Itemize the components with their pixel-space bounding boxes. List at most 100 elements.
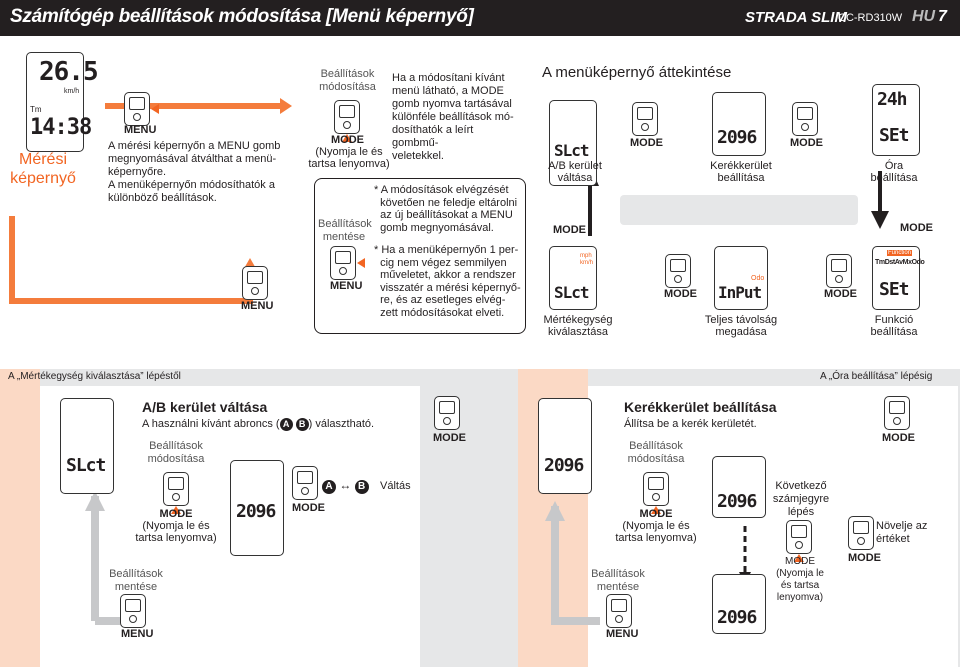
- press-arrow-icon: [794, 554, 804, 562]
- ab-desc-text: A használni kívánt abroncs (: [142, 418, 280, 430]
- circ-step-display: 2096: [538, 398, 592, 494]
- mode-label: MODE: [848, 552, 881, 564]
- mode-label: MODE: [553, 224, 586, 236]
- overview-title: A menüképernyő áttekintése: [542, 64, 732, 81]
- ab-display-text: SLct: [554, 141, 590, 160]
- ab-display: SLct: [549, 100, 597, 186]
- a-badge: A: [279, 418, 293, 431]
- clock-display: 24h SEt: [872, 84, 920, 156]
- menu-button-label: MENU: [241, 300, 274, 312]
- circ-step-text: 2096: [544, 455, 584, 476]
- mode-button-label: MODE: [331, 134, 364, 146]
- menu-button-label: MENU: [330, 280, 363, 292]
- switch-label: Váltás: [380, 480, 411, 492]
- model-code: CC-RD310W: [838, 12, 903, 24]
- hold-instruction: (Nyomja le és tartsa lenyomva): [308, 146, 390, 170]
- save-settings-label: Beállítások mentése: [591, 568, 645, 593]
- next-digit-label: Következő számjegyre lépés: [772, 480, 830, 518]
- mode-label: MODE: [664, 288, 697, 300]
- func-display: Function TmDstAvMxOdo SEt: [872, 246, 925, 310]
- page-title: Számítógép beállítások módosítása [Menü …: [10, 6, 474, 27]
- ab-step-text: SLct: [66, 455, 106, 476]
- circ-section-desc: Állítsa be a kerék kerületét.: [624, 418, 757, 430]
- mode-label: MODE: [900, 222, 933, 234]
- device-icon: [334, 100, 360, 134]
- language-code: HU: [912, 8, 936, 25]
- func-tag: Function: [887, 250, 913, 256]
- func-display-text: SEt: [879, 279, 909, 300]
- save-settings-label: Beállítások mentése: [318, 218, 372, 243]
- b-badge: B: [354, 480, 369, 494]
- ab-switch-indicator: A ↔ B: [322, 478, 369, 494]
- clock-display-text: 24h: [877, 89, 907, 110]
- ab-value-display: 2096: [230, 460, 284, 556]
- change-settings-label: Beállítások módosítása: [147, 440, 205, 465]
- menu-mode-description: Ha a módosítani kívánt menü látható, a M…: [392, 72, 514, 162]
- circ-next-display: 2096: [712, 574, 766, 634]
- device-icon: [826, 254, 852, 288]
- measure-screen-label: Mérési képernyő: [10, 151, 76, 187]
- ab-label: A/B kerület váltása: [548, 160, 602, 184]
- time-value: 14:38: [30, 115, 92, 140]
- mode-label: MODE: [824, 288, 857, 300]
- unit-display: mph km/h SLct: [549, 246, 597, 310]
- b-badge: B: [295, 418, 309, 431]
- device-icon: [884, 396, 910, 430]
- device-icon: [643, 472, 669, 506]
- device-icon: [292, 466, 318, 500]
- device-icon: [242, 266, 268, 300]
- model-name: STRADA SLIM: [745, 9, 847, 26]
- mode-label: MODE: [790, 137, 823, 149]
- menu-button-label: MENU: [124, 124, 157, 136]
- press-arrow-icon: [357, 258, 365, 268]
- func-label: Funkció beállítása: [870, 314, 918, 338]
- speed-unit: km/h: [64, 88, 80, 95]
- odo-small: Odo: [751, 275, 765, 282]
- menu-label: MENU: [606, 628, 639, 640]
- ab-section-desc: A használni kívánt abroncs (A B) választ…: [142, 418, 374, 431]
- measurement-display: 26.5 km/h Tm 14:38: [26, 52, 99, 152]
- timeout-note: * Ha a menüképernyőn 1 per- cig nem vége…: [374, 244, 521, 319]
- change-settings-label: Beállítások módosítása: [627, 440, 685, 465]
- increase-value-label: Növelje az értéket: [876, 520, 928, 545]
- device-icon: [120, 594, 146, 628]
- speed-value: 26.5: [39, 57, 99, 87]
- device-icon: [163, 472, 189, 506]
- mode-label: MODE: [630, 137, 663, 149]
- device-icon: [792, 102, 818, 136]
- device-icon: [786, 520, 812, 554]
- device-icon: [632, 102, 658, 136]
- device-icon: [124, 92, 150, 126]
- press-arrow-icon: [171, 506, 181, 514]
- clock-label: Óra beállítása: [870, 160, 918, 184]
- section-to-label: A „Óra beállítása” lépésig: [820, 371, 933, 382]
- circ-edit-text: 2096: [717, 491, 757, 512]
- hold-instruction: (Nyomja le és tartsa lenyomva): [135, 520, 217, 544]
- odo-display: Odo InPut: [714, 246, 768, 310]
- tm-label: Tm: [30, 105, 42, 114]
- mode-label: MODE: [159, 508, 193, 520]
- change-settings-label: Beállítások módosítása: [319, 68, 376, 93]
- circ-display-text: 2096: [717, 127, 757, 148]
- mode-label: MODE: [639, 508, 673, 520]
- ab-value-text: 2096: [236, 501, 276, 522]
- circ-next-text: 2096: [717, 607, 757, 628]
- mode-label: MODE: [433, 432, 466, 444]
- hold-instruction: (Nyomja le és tartsa lenyomva): [615, 520, 697, 544]
- func-row: TmDstAvMxOdo: [875, 259, 925, 266]
- device-icon: [606, 594, 632, 628]
- odo-label: Teljes távolság megadása: [704, 314, 778, 338]
- circ-edit-display: 2096: [712, 456, 766, 518]
- press-arrow-icon: [342, 134, 352, 142]
- device-icon: [434, 396, 460, 430]
- page-number: 7: [938, 8, 947, 25]
- page-header: Számítógép beállítások módosítása [Menü …: [0, 0, 960, 36]
- unit-label: Mértékegység kiválasztása: [543, 314, 613, 338]
- hold-instruction: MODE (Nyomja le és tartsa lenyomva): [776, 556, 824, 603]
- ab-section-title: A/B kerület váltása: [142, 399, 268, 415]
- circ-section-title: Kerékkerület beállítása: [624, 399, 777, 415]
- circ-label: Kerékkerület beállítása: [710, 160, 772, 184]
- mode-label: MODE: [882, 432, 915, 444]
- odo-display-text: InPut: [718, 283, 762, 302]
- press-arrow-icon: [651, 506, 661, 514]
